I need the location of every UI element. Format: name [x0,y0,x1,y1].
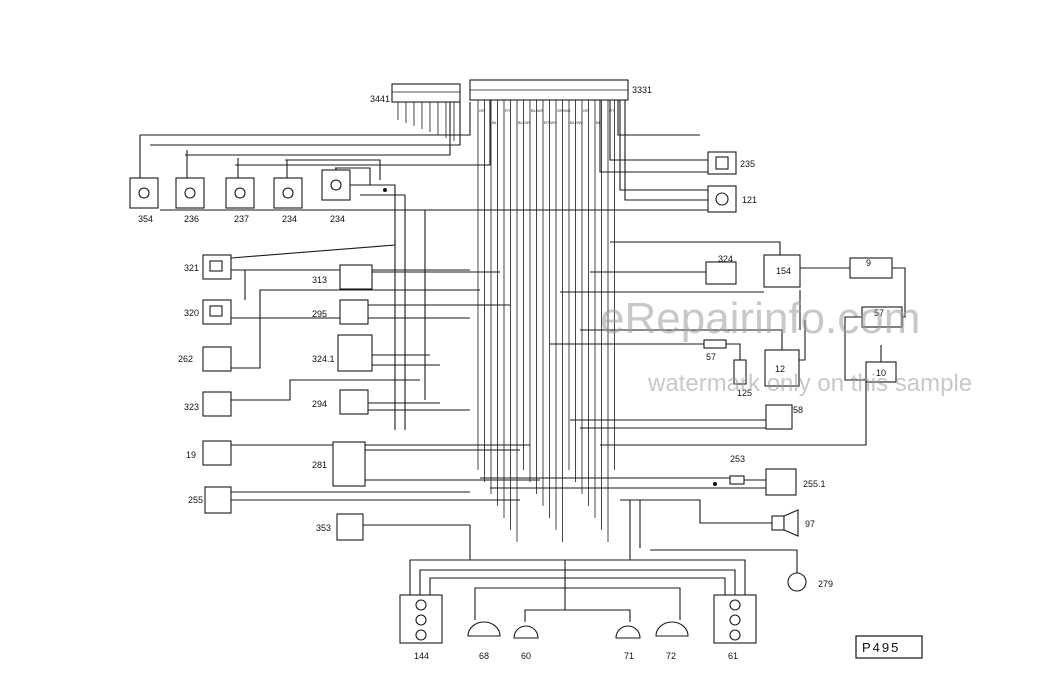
component-label: 320 [184,308,199,318]
component-label: 321 [184,263,199,273]
lamp-cluster-69 [713,594,757,644]
sensor-121 [707,151,737,175]
component-label: 121 [742,195,757,205]
fuse-255-1 [729,475,745,485]
lamp-144 [787,572,807,592]
main-wire-bundle: GR BL RT BL/GR BL/WS RT/WS GR/WS BL/SW GR BL RT [397,100,615,542]
switch-353 [204,486,232,514]
lamp-154 [705,261,737,285]
relay-237 [225,177,255,209]
component-label: 323 [184,402,199,412]
component-label: 324.1 [312,354,335,364]
wire-color-label: BL [492,120,498,125]
relay-255 [765,468,797,496]
page-code: P495 [862,640,900,655]
component-label: 19 [186,450,196,460]
relay-236 [175,177,205,209]
wire-color-label: GR/WS [557,108,571,113]
component-label: 237 [234,214,249,224]
sensor-97 [336,513,364,541]
component-label: 57 [874,308,884,318]
component-label: 125 [737,388,752,398]
component-label: 236 [184,214,199,224]
component-label: 324 [718,254,733,264]
sensor-321 [707,185,737,213]
lamp-cluster-68 [399,594,443,644]
component-label: 255 [188,495,203,505]
component-label: 262 [178,354,193,364]
page-code-box [855,635,923,659]
component-label: 354 [138,214,153,224]
wire-color-label: RT [505,108,511,113]
component-label: 313 [312,275,327,285]
relay-row-top [139,100,491,185]
component-label: 234 [282,214,297,224]
component-label: 279 [818,579,833,589]
switch-253 [332,441,366,487]
component-label: 154 [776,266,791,276]
component-label: 253 [730,454,745,464]
wire-color-label: BL/WS [531,108,544,113]
connector-3331-label: 3331 [632,85,652,95]
component-label: 294 [312,399,327,409]
relay-324 [339,389,369,415]
lamp-72 [615,625,641,639]
component-label: 353 [316,523,331,533]
component-label: 144 [414,651,429,661]
component-label: 68 [479,651,489,661]
relay-295 [202,299,232,325]
component-label: 57 [706,352,716,362]
component-label: 255.1 [803,479,826,489]
relay-320 [339,264,373,290]
component-label: 58 [793,405,803,415]
connector-3331 [469,79,629,101]
wire-color-label: BL/SW [570,120,583,125]
capacitor-12 [733,359,747,385]
lamp-71 [513,625,539,639]
component-label: 97 [805,519,815,529]
wire-color-label: BL [596,120,602,125]
component-label: 295 [312,309,327,319]
watermark-note: watermark only on this sample [647,370,972,397]
switch-324-1 [202,346,232,372]
relay-313 [202,254,232,280]
component-label: 10 [876,368,886,378]
relay-323 [337,334,373,372]
component-label: 235 [740,159,755,169]
wire-color-label: BL/GR [518,120,530,125]
component-label: 12 [775,364,785,374]
relay-354 [129,177,159,209]
component-label: 234 [330,214,345,224]
relay-235 [321,169,351,201]
wire-color-label: RT/WS [544,120,557,125]
lamp-61 [655,621,689,637]
wire-color-label: GR [479,108,485,113]
switch-281 [202,440,232,466]
component-label: 71 [624,651,634,661]
lamp-60 [467,621,501,637]
component-label: 60 [521,651,531,661]
component-label: 9 [866,258,871,268]
relay-262 [339,299,369,325]
switch-19 [765,404,793,430]
wire-color-label: RT [609,108,615,113]
connector-3441 [391,83,461,103]
connector-3441-label: 3441 [370,94,390,104]
component-label: 281 [312,460,327,470]
component-label: 72 [666,651,676,661]
horn-279 [771,509,799,537]
watermark-site: eRepairinfo.com [600,294,920,343]
relay-9 [763,254,801,288]
wire-color-label: GR [583,108,589,113]
relay-234 [273,177,303,209]
component-label: 61 [728,651,738,661]
switch-294 [202,391,232,417]
